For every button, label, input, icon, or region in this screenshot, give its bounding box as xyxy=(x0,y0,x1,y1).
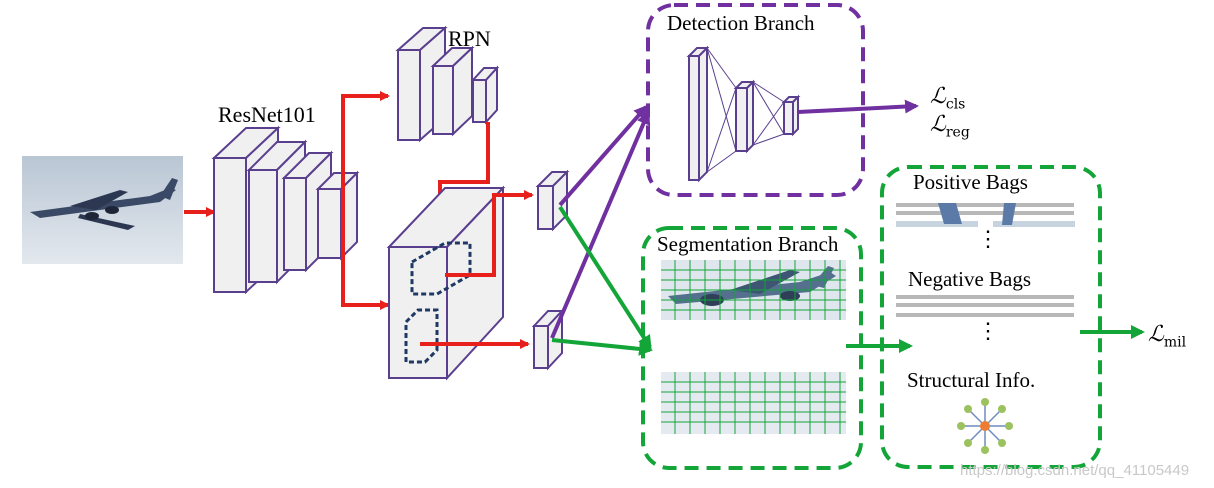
resnet-blocks xyxy=(211,125,360,295)
roi-feature-top xyxy=(535,169,570,232)
detection-connections xyxy=(706,47,785,173)
feature-map xyxy=(386,185,506,381)
negative-bags-vdots: ⋮ xyxy=(977,318,999,343)
segmentation-background-plane xyxy=(661,372,846,434)
loss-mil: ℒmil xyxy=(1148,322,1187,351)
rpn-label: RPN xyxy=(448,26,491,51)
loss-cls: ℒcls xyxy=(930,84,966,113)
loss-reg: ℒreg xyxy=(930,112,970,141)
structural-info-title: Structural Info. xyxy=(907,368,1036,392)
positive-bags-stripes xyxy=(896,203,1075,227)
detection-branch-box xyxy=(646,3,865,197)
resnet-block-4 xyxy=(315,170,360,261)
mil-box xyxy=(880,165,1102,469)
detection-network xyxy=(686,45,801,183)
positive-bags-vdots: ⋮ xyxy=(977,226,999,251)
segmentation-image-plane xyxy=(661,260,846,320)
segmentation-branch-title: Segmentation Branch xyxy=(657,232,839,256)
input-image xyxy=(22,156,183,264)
positive-bags-title: Positive Bags xyxy=(913,170,1028,194)
watermark: https://blog.csdn.net/qq_41105449 xyxy=(960,462,1190,479)
grid-top xyxy=(661,260,846,320)
rpn-block-3 xyxy=(470,65,500,125)
rpn-blocks xyxy=(395,25,500,143)
proposal-2 xyxy=(404,308,439,364)
grid-bottom xyxy=(661,372,846,434)
negative-bags-title: Negative Bags xyxy=(908,267,1032,291)
airplane-icon xyxy=(30,178,178,230)
resnet-label: ResNet101 xyxy=(218,102,316,127)
rpn-block-2 xyxy=(430,45,475,137)
detection-branch-title: Detection Branch xyxy=(667,11,815,35)
negative-bags-stripes xyxy=(896,295,1074,317)
star-graph-icon xyxy=(957,398,1013,454)
segmentation-branch-box xyxy=(641,226,863,470)
